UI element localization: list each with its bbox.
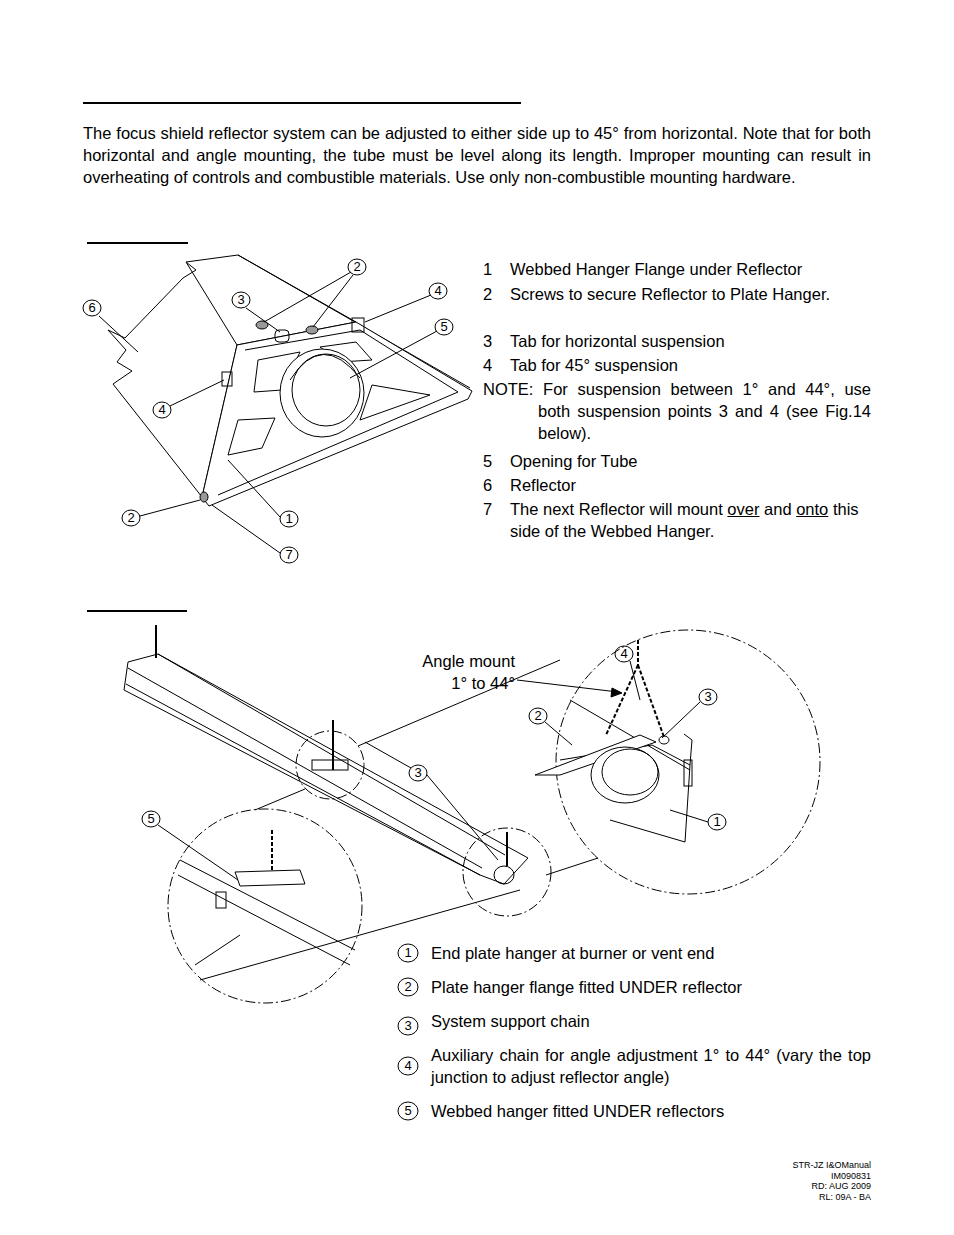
angle-mount-label: Angle mount 1° to 44° bbox=[407, 650, 515, 694]
callout-number: 5 bbox=[141, 811, 161, 827]
callout-number: 4 bbox=[152, 402, 172, 418]
callout-number: 2 bbox=[347, 259, 367, 275]
parts-list-item: 3Tab for horizontal suspension bbox=[483, 330, 871, 352]
parts-list-item: 7The next Reflector will mount over and … bbox=[483, 498, 871, 542]
item-text: Screws to secure Reflector to Plate Hang… bbox=[510, 285, 830, 303]
item-text: Reflector bbox=[510, 476, 576, 494]
item-text: over bbox=[727, 500, 759, 518]
footer-line: RD: AUG 2009 bbox=[0, 1181, 871, 1192]
item-number: 4 bbox=[483, 354, 510, 376]
callout-number: 2 bbox=[528, 708, 548, 724]
item-number: 5 bbox=[483, 450, 510, 472]
item-text: and bbox=[764, 500, 792, 518]
item-number: 6 bbox=[483, 474, 510, 496]
legend-text: Webbed hanger fitted UNDER reflectors bbox=[431, 1100, 871, 1122]
parts-list-item: 5Opening for Tube bbox=[483, 450, 871, 472]
item-text: Opening for Tube bbox=[510, 452, 638, 470]
item-number: 2 bbox=[483, 283, 510, 305]
callout-number: 3 bbox=[398, 1018, 418, 1034]
document-footer: STR-JZ I&OManualIM090831RD: AUG 2009RL: … bbox=[0, 1160, 871, 1202]
intro-paragraph: The focus shield reflector system can be… bbox=[83, 122, 871, 188]
parts-list-item: 6Reflector bbox=[483, 474, 871, 496]
callout-number: 4 bbox=[614, 646, 634, 662]
parts-list-item: 4Tab for 45° suspension bbox=[483, 354, 871, 376]
note-text: NOTE: For suspension between 1° and 44°,… bbox=[483, 378, 871, 444]
callout-number: 2 bbox=[398, 979, 418, 995]
legend-text: System support chain bbox=[431, 1010, 871, 1032]
callout-number: 3 bbox=[231, 292, 251, 308]
callout-number: 1 bbox=[707, 814, 727, 830]
legend-text: Plate hanger flange fitted UNDER reflect… bbox=[431, 976, 871, 998]
item-text: Tab for 45° suspension bbox=[510, 356, 678, 374]
callout-number: 3 bbox=[408, 765, 428, 781]
callout-number: 4 bbox=[398, 1058, 418, 1074]
callout-number: 1 bbox=[398, 945, 418, 961]
footer-line: IM090831 bbox=[0, 1171, 871, 1182]
parts-list-item: 1Webbed Hanger Flange under Reflector bbox=[483, 258, 871, 280]
item-text: onto bbox=[796, 500, 828, 518]
item-text: Tab for horizontal suspension bbox=[510, 332, 725, 350]
footer-line: STR-JZ I&OManual bbox=[0, 1160, 871, 1171]
parts-list-item: 2Screws to secure Reflector to Plate Han… bbox=[483, 283, 871, 305]
item-text: The next Reflector will mount bbox=[510, 500, 723, 518]
legend-text: End plate hanger at burner or vent end bbox=[431, 942, 871, 964]
footer-line: RL: 09A - BA bbox=[0, 1192, 871, 1203]
callout-number: 6 bbox=[82, 300, 102, 316]
item-number: 7 bbox=[483, 498, 510, 520]
item-number: 1 bbox=[483, 258, 510, 280]
callout-number: 1 bbox=[279, 511, 299, 527]
callout-number: 5 bbox=[434, 319, 454, 335]
callout-number: 5 bbox=[398, 1103, 418, 1119]
legend-text: Auxiliary chain for angle adjustment 1° … bbox=[431, 1044, 871, 1088]
item-text: Webbed Hanger Flange under Reflector bbox=[510, 260, 802, 278]
callout-number: 7 bbox=[279, 547, 299, 563]
callout-number: 4 bbox=[428, 283, 448, 299]
callout-number: 2 bbox=[121, 510, 141, 526]
callout-number: 3 bbox=[698, 689, 718, 705]
item-number: 3 bbox=[483, 330, 510, 352]
